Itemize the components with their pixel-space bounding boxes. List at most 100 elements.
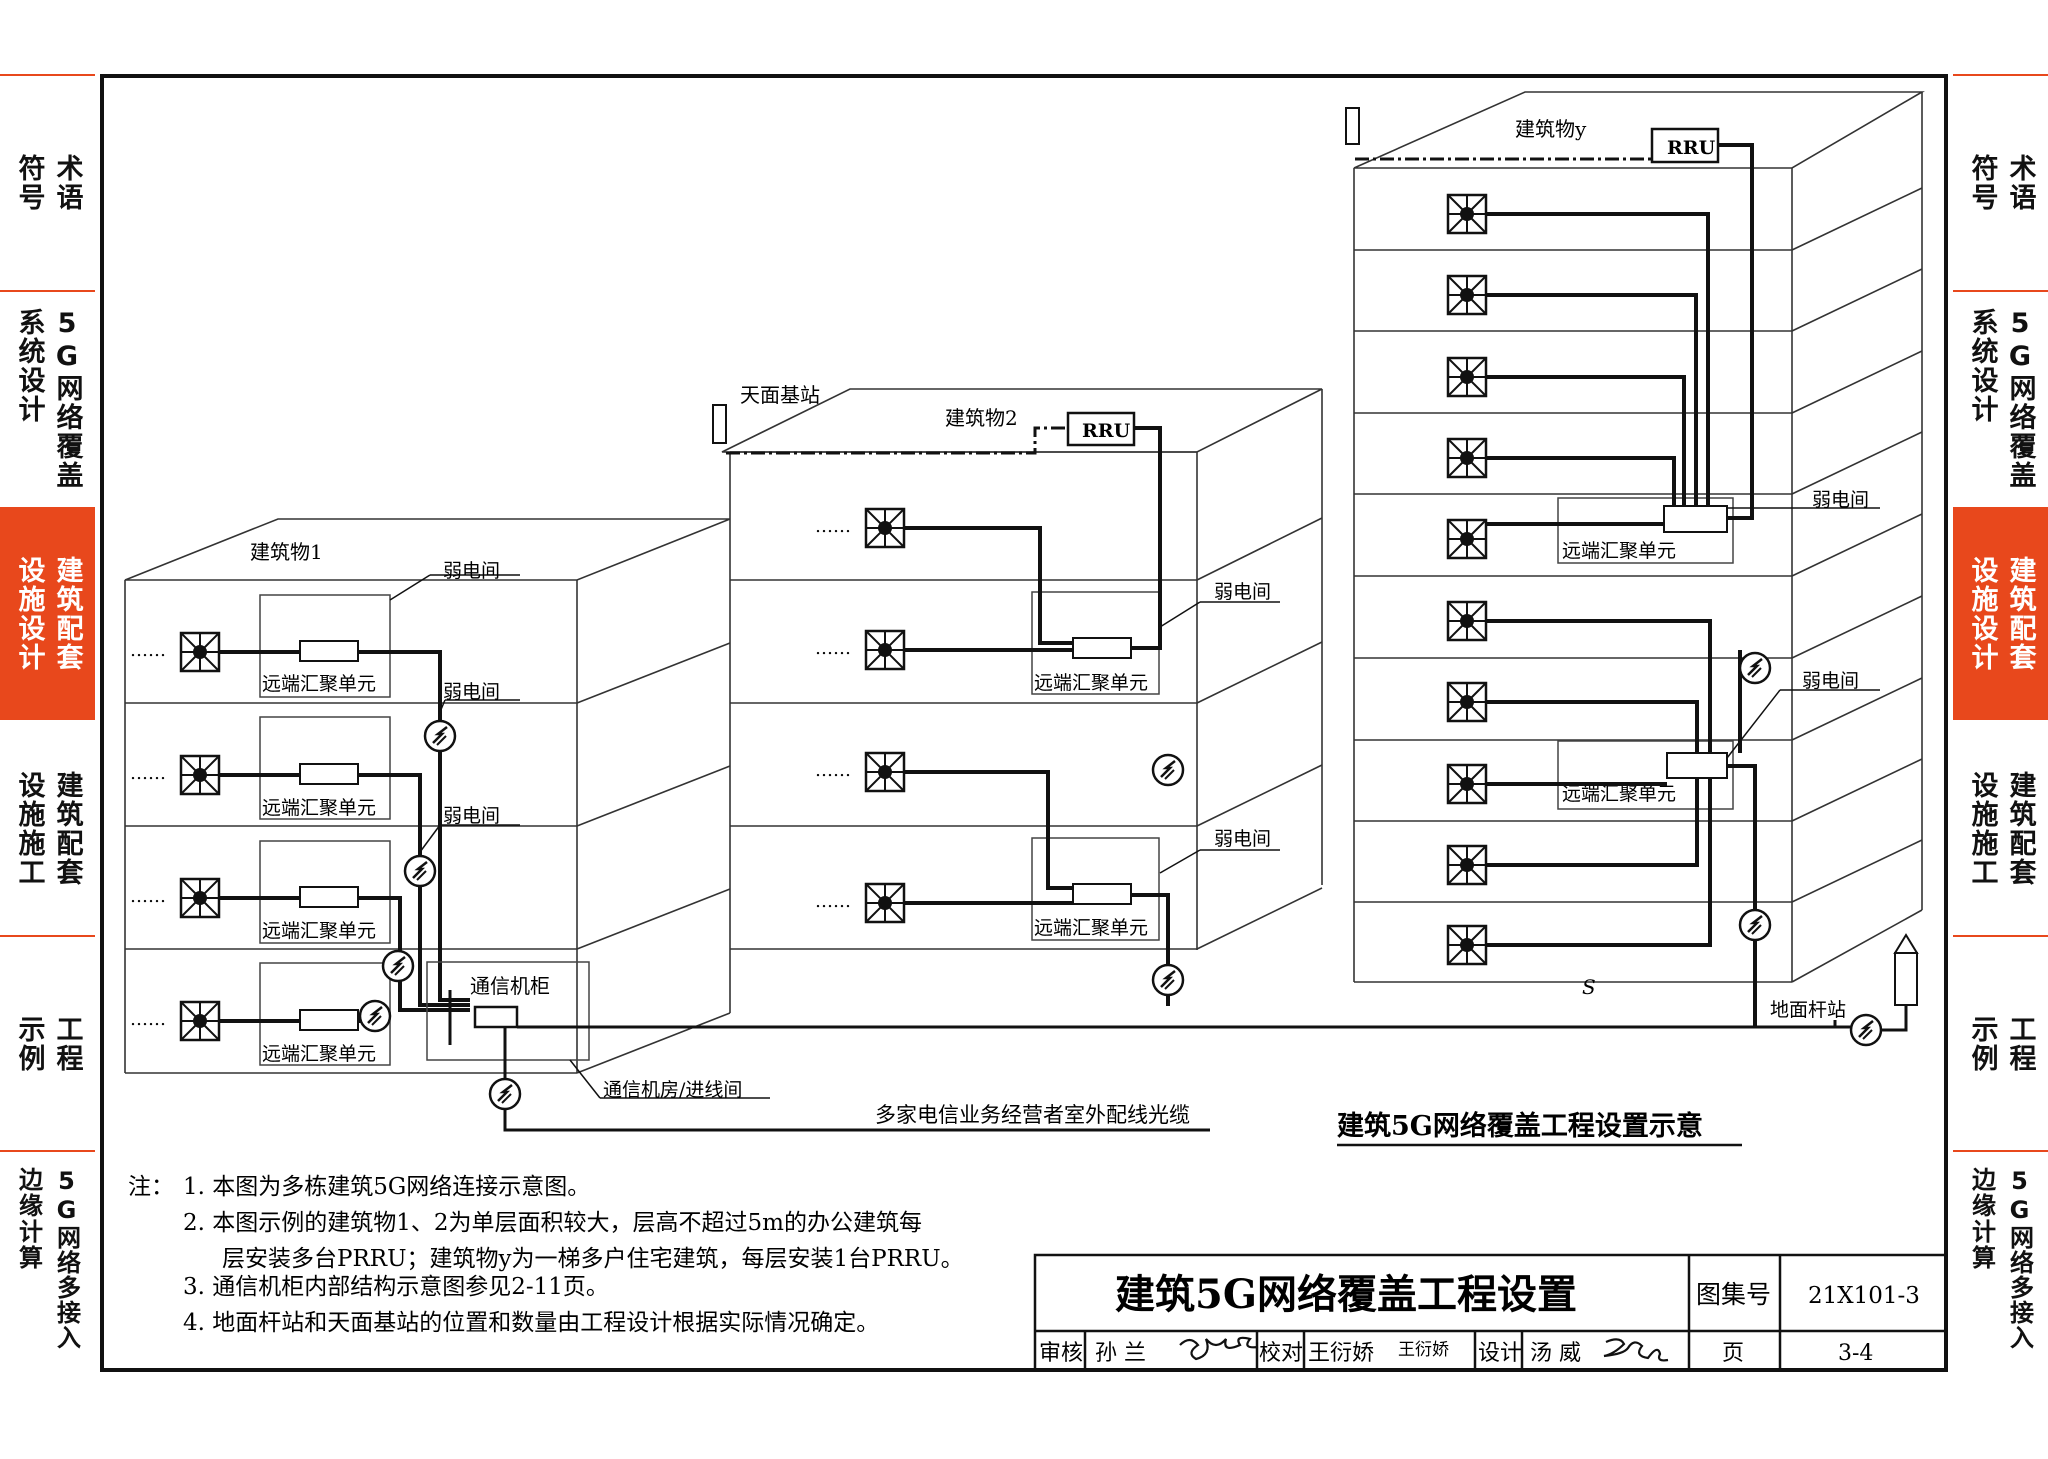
fiber-junction-icon — [1151, 753, 1185, 787]
tab-text: 术语 符号 — [1965, 154, 2037, 212]
tab-col: 术语 — [51, 153, 83, 212]
tab-col: 建筑配套 — [51, 555, 83, 672]
reviewer-name: 孙 兰 — [1095, 1341, 1146, 1366]
side-tab-system-design[interactable]: 5G网络覆盖 系统设计 — [0, 292, 95, 505]
note-item: 4. 地面杆站和天面基站的位置和数量由工程设计根据实际情况确定。 — [183, 1310, 879, 1336]
weak-room-label: 弱电间 — [443, 560, 500, 582]
tab-text: 建筑配套 设施设计 — [12, 556, 84, 672]
prru-icon — [179, 631, 221, 673]
tab-col: 边缘计算 — [1967, 1167, 1996, 1271]
prru-icon — [179, 877, 221, 919]
sheet-title: 建筑5G网络覆盖工程设置 — [1115, 1271, 1577, 1318]
remote-unit-label: 远端汇聚单元 — [1034, 672, 1148, 694]
prru-icon — [1446, 924, 1488, 966]
comm-cabinet-device — [473, 1005, 519, 1029]
tab-col: 术语 — [2004, 153, 2036, 212]
side-tab-edge-computing-right[interactable]: 5G网络多接入 边缘计算 — [1953, 1152, 2048, 1365]
tab-text: 建筑配套 设施设计 — [1965, 556, 2037, 672]
checker-name: 王衍娇 — [1308, 1341, 1374, 1366]
ellipsis: …… — [130, 763, 166, 784]
rooftop-station-label: 天面基站 — [740, 383, 820, 407]
note-item: 1. 本图为多栋建筑5G网络连接示意图。 — [183, 1174, 590, 1200]
side-tab-edge-computing[interactable]: 5G网络多接入 边缘计算 — [0, 1152, 95, 1365]
tab-text: 工程 示例 — [1965, 1015, 2037, 1073]
tab-col: 5G网络多接入 — [52, 1167, 81, 1350]
weak-room-label: 弱电间 — [1802, 670, 1859, 692]
tab-col: 5G网络覆盖 — [2004, 307, 2036, 490]
prru-icon — [864, 751, 906, 793]
rru-label: RRU — [1667, 137, 1716, 159]
ellipsis: …… — [815, 638, 851, 659]
tab-col: 5G网络覆盖 — [51, 307, 83, 490]
rooftop-antenna-icon — [1345, 107, 1360, 145]
atlas-label: 图集号 — [1696, 1280, 1771, 1309]
building-y-label: 建筑物y — [1515, 117, 1587, 141]
ground-station-icon — [1893, 933, 1919, 1006]
rru-device — [1066, 411, 1136, 447]
building-2-label: 建筑物2 — [945, 406, 1018, 430]
ellipsis: …… — [130, 640, 166, 661]
s-mark: S — [1582, 975, 1596, 999]
check-label: 校对 — [1259, 1341, 1303, 1366]
rru-label: RRU — [1082, 420, 1131, 442]
prru-icon — [179, 1000, 221, 1042]
weak-room-label: 弱电间 — [1214, 581, 1271, 603]
design-label: 设计 — [1478, 1341, 1522, 1366]
tab-col: 设施设计 — [1966, 555, 1998, 672]
tab-separator — [0, 290, 95, 292]
tab-col: 系统设计 — [1966, 307, 1998, 424]
title-block — [1033, 1253, 1948, 1372]
rru-device — [1650, 127, 1720, 164]
atlas-number: 21X101-3 — [1808, 1283, 1920, 1309]
tab-col: 设施施工 — [1966, 770, 1998, 887]
side-tab-facility-design[interactable]: 建筑配套 设施设计 — [0, 507, 95, 720]
side-tab-facility-design-right[interactable]: 建筑配套 设施设计 — [1953, 507, 2048, 720]
side-tab-terms[interactable]: 术语 符号 — [0, 75, 95, 290]
designer-name: 汤 威 — [1530, 1341, 1581, 1366]
side-tab-system-design-right[interactable]: 5G网络覆盖 系统设计 — [1953, 292, 2048, 505]
rooftop-antenna-icon — [712, 404, 727, 444]
side-tab-examples[interactable]: 工程 示例 — [0, 937, 95, 1150]
fiber-junction-icon — [403, 854, 437, 888]
remote-unit-label: 远端汇聚单元 — [262, 1043, 376, 1065]
side-tab-examples-right[interactable]: 工程 示例 — [1953, 937, 2048, 1150]
review-label: 审核 — [1039, 1341, 1083, 1366]
tab-col: 设施设计 — [13, 555, 45, 672]
ellipsis: …… — [130, 1009, 166, 1030]
tab-text: 5G网络多接入 边缘计算 — [1965, 1167, 2037, 1350]
building-1-label: 建筑物1 — [250, 540, 323, 564]
tab-text: 建筑配套 设施施工 — [1965, 771, 2037, 887]
side-tab-facility-construction[interactable]: 建筑配套 设施施工 — [0, 722, 95, 935]
ellipsis: …… — [815, 891, 851, 912]
tab-col: 设施施工 — [13, 770, 45, 887]
page-label: 页 — [1722, 1341, 1744, 1366]
tab-text: 5G网络覆盖 系统设计 — [1965, 308, 2037, 490]
reviewer-signature — [1179, 1336, 1259, 1361]
tab-col: 示例 — [13, 1014, 45, 1073]
tab-separator — [1953, 1150, 2048, 1152]
comm-cabinet-label: 通信机柜 — [470, 974, 550, 998]
tab-col: 建筑配套 — [2004, 770, 2036, 887]
remote-unit-label: 远端汇聚单元 — [1562, 783, 1676, 805]
notes: 注： 1. 本图为多栋建筑5G网络连接示意图。 2. 本图示例的建筑物1、2为单… — [128, 1174, 964, 1336]
tab-separator — [0, 74, 95, 76]
side-tab-terms-right[interactable]: 术语 符号 — [1953, 75, 2048, 290]
fiber-junction-icon — [1738, 908, 1772, 942]
tab-text: 术语 符号 — [12, 154, 84, 212]
tab-col: 5G网络多接入 — [2005, 1167, 2034, 1350]
note-item: 层安装多台PRRU；建筑物y为一梯多户住宅建筑，每层安装1台PRRU。 — [222, 1246, 964, 1272]
weak-room-label: 弱电间 — [1812, 489, 1869, 511]
tab-text: 建筑配套 设施施工 — [12, 771, 84, 887]
prru-icon — [1446, 356, 1488, 398]
fiber-junction-icon — [1151, 963, 1185, 997]
building-1 — [124, 518, 731, 1074]
ellipsis: …… — [815, 516, 851, 537]
side-tab-facility-construction-right[interactable]: 建筑配套 设施施工 — [1953, 722, 2048, 935]
building-2 — [721, 388, 1323, 950]
remote-unit-label: 远端汇聚单元 — [262, 673, 376, 695]
tab-separator — [0, 1150, 95, 1152]
weak-room-label: 弱电间 — [1214, 828, 1271, 850]
prru-icon — [864, 507, 906, 549]
ellipsis: …… — [130, 886, 166, 907]
